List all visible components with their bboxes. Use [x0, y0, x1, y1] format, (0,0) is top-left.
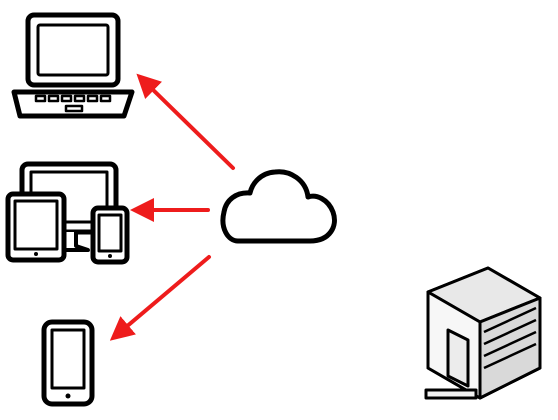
- din-rail-module-icon: [424, 266, 542, 400]
- smartphone-icon: [41, 319, 95, 407]
- arrow-cloud-to-smartphone: [109, 255, 211, 341]
- laptop-icon: [11, 12, 135, 119]
- arrow-cloud-to-laptop: [136, 73, 235, 170]
- multi-device-icon: [5, 161, 130, 265]
- arrows: [109, 73, 235, 341]
- cloud-icon: [220, 169, 337, 244]
